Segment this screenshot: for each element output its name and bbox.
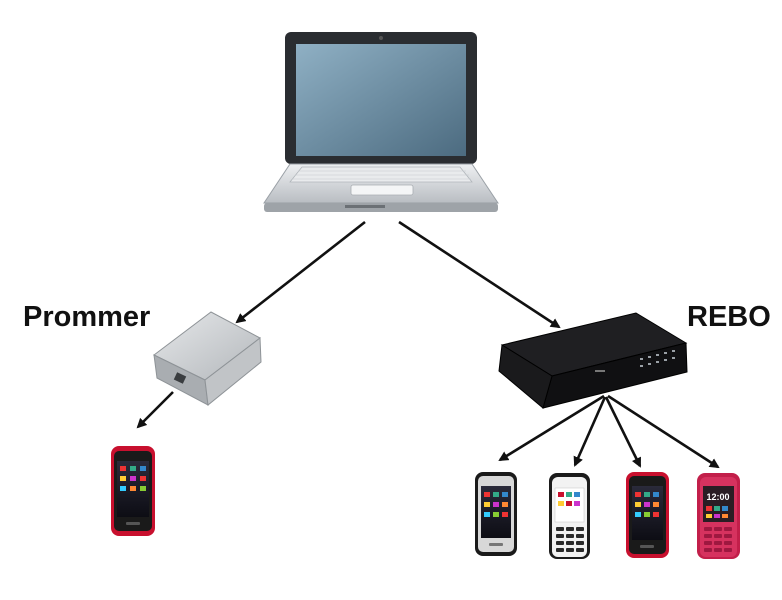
phone-clock-text: 12:00 [706, 492, 729, 502]
prommer-label: Prommer [23, 301, 151, 333]
rebo-switch-icon [498, 312, 688, 409]
arrow-rebo-to-phone-1 [498, 394, 605, 462]
arrow-rebo-to-phone-2 [573, 396, 607, 467]
phone-icon [626, 472, 669, 558]
phone-icon [549, 473, 590, 559]
arrow-laptop-to-rebo [398, 220, 561, 329]
arrow-rebo-to-phone-3 [604, 396, 642, 468]
arrow-prommer-to-phone [136, 391, 174, 429]
prommer-box-icon [153, 311, 262, 406]
arrow-laptop-to-prommer [235, 220, 366, 324]
phone-icon [475, 472, 517, 556]
connection-arrows [136, 220, 720, 469]
arrow-rebo-to-phone-4 [607, 394, 720, 469]
phone-icon: 12:00 [697, 473, 740, 559]
rebo-label: REBO [687, 301, 771, 333]
phone-icon [111, 446, 155, 536]
laptop-icon [263, 32, 499, 212]
